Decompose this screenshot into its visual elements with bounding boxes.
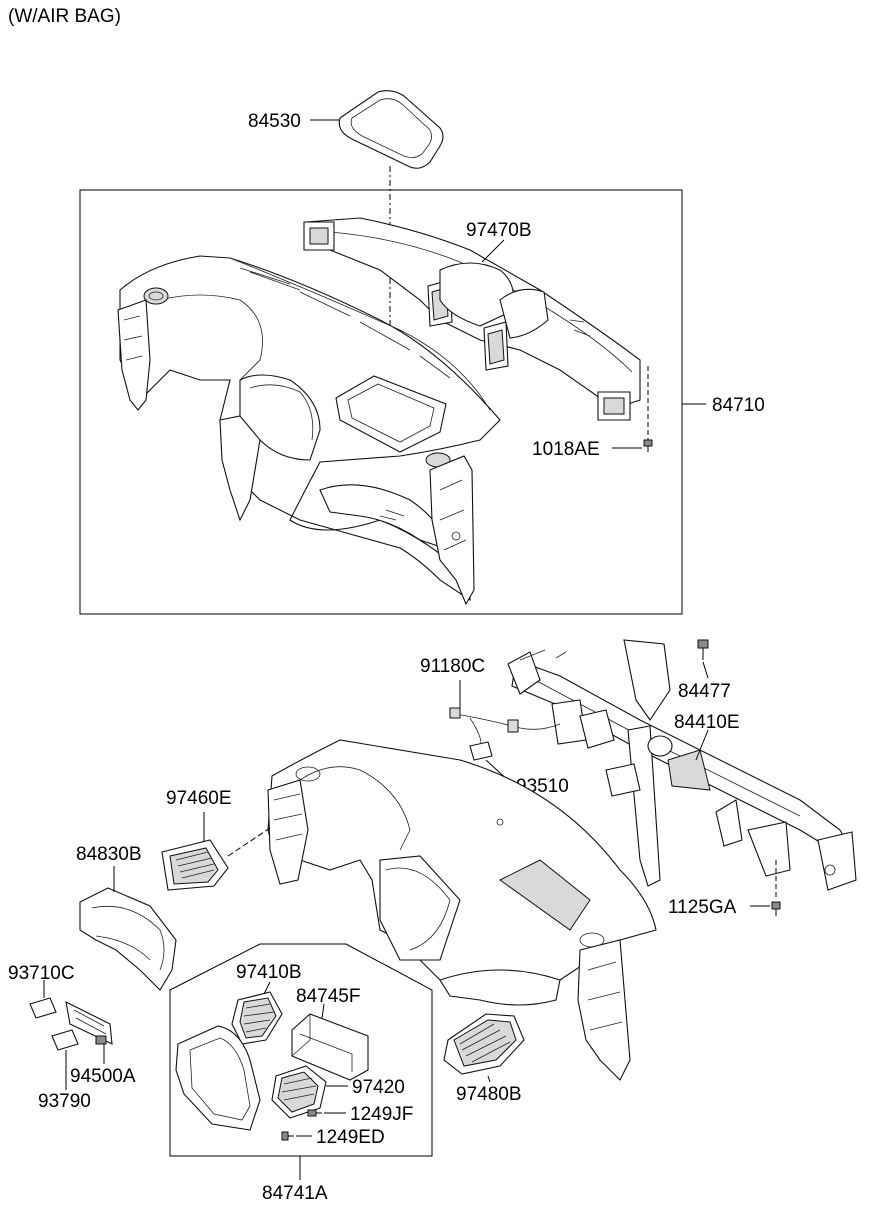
leader-84410E (695, 729, 709, 761)
label-91180C[interactable]: 91180C (420, 656, 485, 677)
defroster-duct-97470B[interactable] (303, 217, 641, 421)
bolt-84477[interactable] (697, 639, 709, 660)
label-1249ED[interactable]: 1249ED (316, 1127, 385, 1148)
crash-pad-panel-lower[interactable] (267, 739, 657, 1081)
switch-93510[interactable] (469, 741, 493, 761)
airbag-cover-84530[interactable] (338, 90, 444, 169)
label-93710C[interactable]: 93710C (8, 963, 75, 984)
air-vent-97410B[interactable] (231, 991, 283, 1045)
screw-1018AE[interactable] (643, 439, 653, 452)
center-facia-group-frame (169, 943, 433, 1157)
label-84530[interactable]: 84530 (248, 111, 301, 132)
label-97420[interactable]: 97420 (352, 1077, 405, 1098)
label-93790[interactable]: 93790 (38, 1091, 91, 1112)
cowl-cross-bar-84410E[interactable] (507, 639, 857, 891)
bolt-1125GA[interactable] (771, 901, 781, 916)
label-97470B[interactable]: 97470B (466, 220, 532, 241)
label-94500A[interactable]: 94500A (70, 1066, 136, 1087)
label-1249JF[interactable]: 1249JF (350, 1104, 413, 1125)
wiring-harness-91180C[interactable] (449, 707, 561, 747)
screw-1249ED[interactable] (281, 1131, 294, 1141)
air-vent-97420[interactable] (271, 1065, 327, 1119)
leader-84745F (321, 1003, 325, 1019)
crash-pad-panel-upper[interactable] (117, 255, 501, 606)
label-84741A[interactable]: 84741A (262, 1183, 328, 1204)
label-84745F[interactable]: 84745F (296, 986, 360, 1007)
leader-97480B (487, 1075, 491, 1083)
label-1018AE[interactable]: 1018AE (532, 439, 600, 460)
label-97460E[interactable]: 97460E (166, 788, 232, 809)
dash-97460E (227, 827, 271, 857)
air-vent-97480B[interactable] (443, 1013, 525, 1075)
switch-93710C[interactable] (29, 997, 57, 1019)
diagram-title: (W/AIR BAG) (8, 6, 121, 27)
center-facia-panel[interactable] (175, 1025, 261, 1131)
label-84410E[interactable]: 84410E (674, 712, 740, 733)
cluster-facia-84830B[interactable] (79, 887, 177, 991)
bracket-84745F[interactable] (291, 1013, 369, 1081)
crash-pad-assembly-frame (79, 189, 683, 615)
label-84830B[interactable]: 84830B (76, 844, 142, 865)
screw-1249JF[interactable] (307, 1109, 322, 1117)
leader-84477 (702, 661, 709, 679)
switch-93790[interactable] (51, 1029, 79, 1051)
label-97480B[interactable]: 97480B (456, 1084, 522, 1105)
label-97410B[interactable]: 97410B (236, 962, 302, 983)
switch-bracket-94500A[interactable] (65, 1001, 113, 1045)
label-84477[interactable]: 84477 (678, 681, 731, 702)
label-84710[interactable]: 84710 (712, 395, 765, 416)
leader-97410B (263, 981, 271, 995)
label-1125GA[interactable]: 1125GA (668, 897, 737, 918)
leader-97470B (481, 239, 505, 263)
air-vent-97460E[interactable] (161, 839, 229, 891)
